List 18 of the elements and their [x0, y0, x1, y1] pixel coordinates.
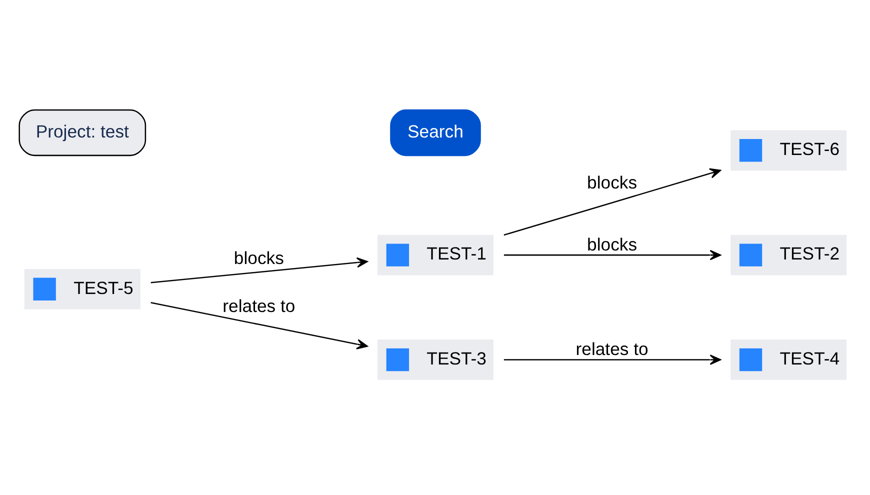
- node-box: TEST-5: [24, 268, 140, 310]
- edge-label: blocks: [586, 172, 637, 192]
- arrow: [503, 168, 721, 236]
- arrow: [150, 302, 368, 350]
- label: Project: test: [35, 121, 128, 142]
- edge-label: relates to: [575, 338, 648, 359]
- arrow: [150, 257, 368, 284]
- node-box: TEST-1: [377, 234, 493, 276]
- node-box: TEST-3: [377, 340, 493, 380]
- edge-label: blocks: [233, 248, 284, 268]
- edge-label: relates to: [222, 296, 295, 316]
- arrow: [503, 354, 721, 365]
- node-box: TEST-4: [730, 340, 846, 380]
- label: Search: [407, 121, 463, 142]
- edge-label: blocks: [586, 234, 637, 254]
- arrow: [503, 250, 721, 260]
- node-box: TEST-6: [730, 130, 846, 171]
- node-box: TEST-2: [730, 234, 846, 276]
